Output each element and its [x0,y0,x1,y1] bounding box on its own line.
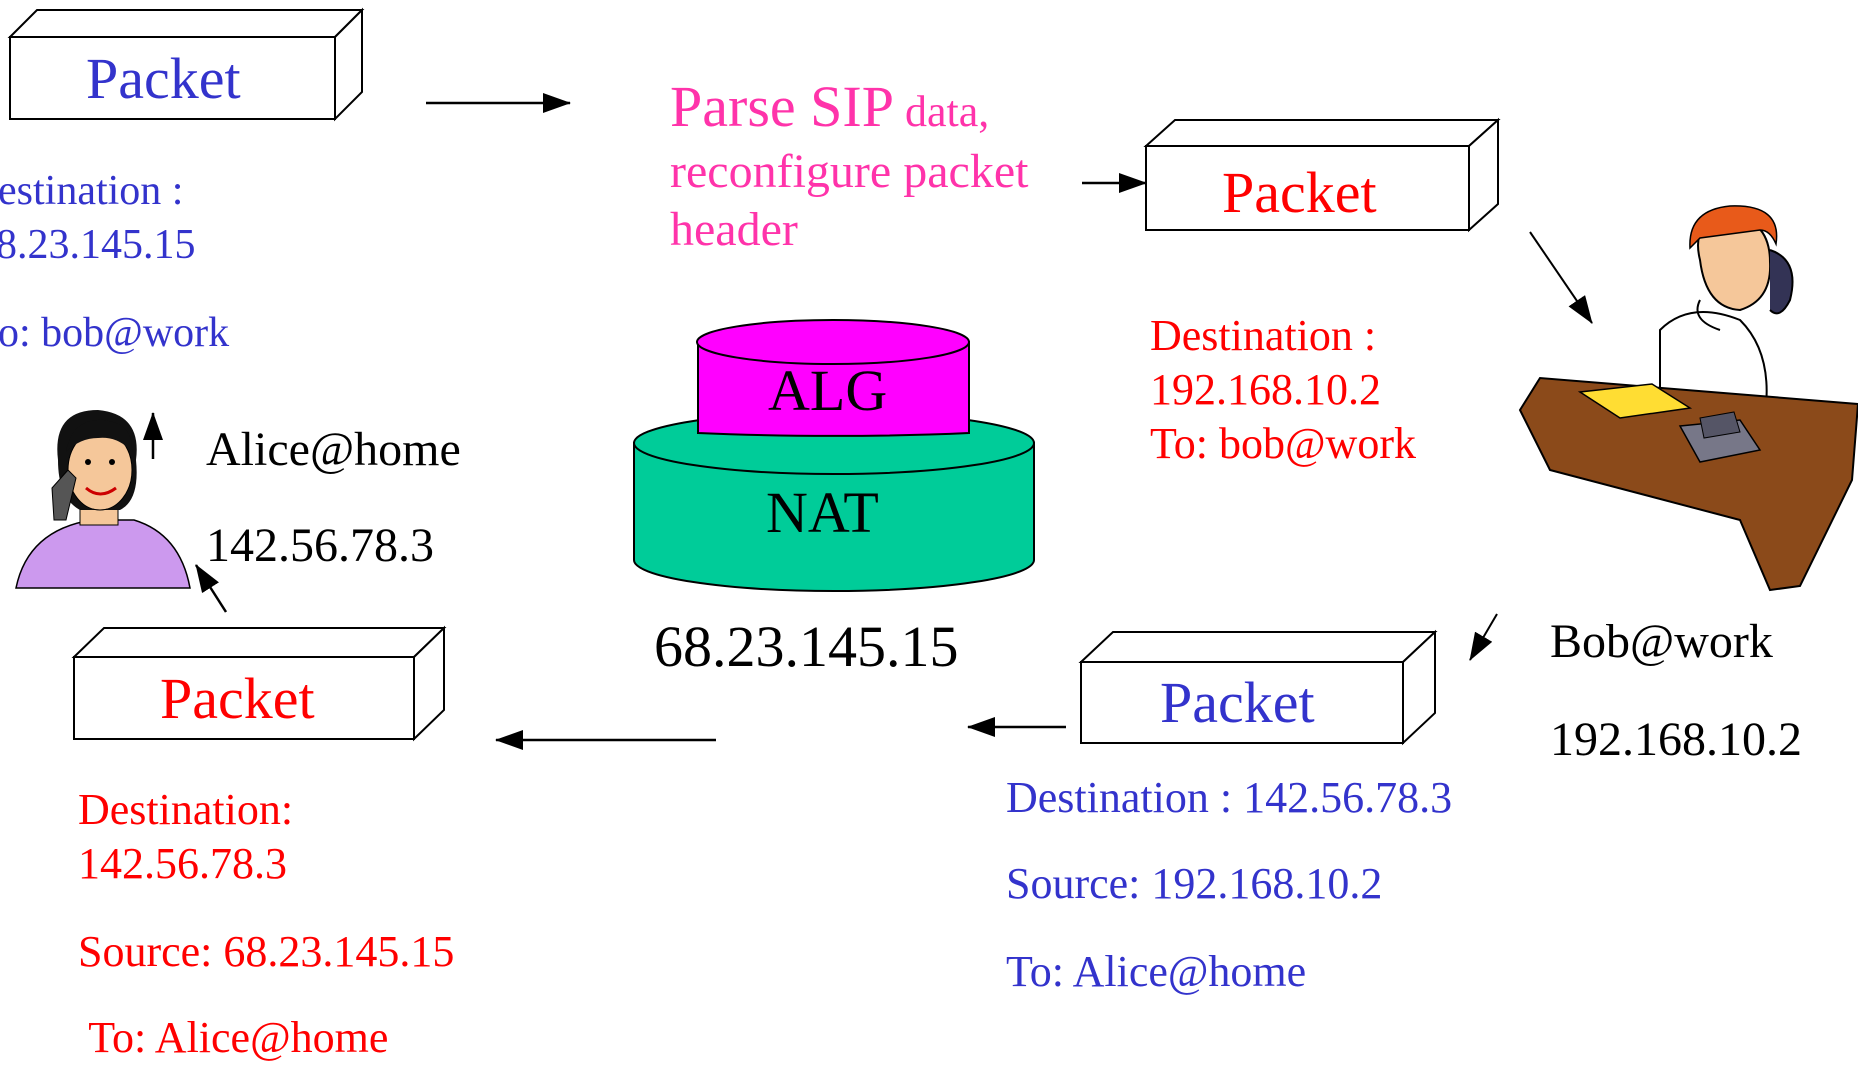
packet-box-bottom-left [71,625,447,742]
destination-line-top-right: Destination : [1150,311,1377,360]
alice-name: Alice@home [206,423,461,476]
parse-sip-line-1: Parse SIP data, [670,78,989,136]
alice-ip: 142.56.78.3 [206,519,434,572]
parse-sip-small: data, [893,87,990,136]
alg-cylinder [696,319,970,437]
arrow-down-to-bob [1529,231,1593,324]
destination-ip-top-left: 8.23.145.15 [0,222,196,268]
packet-box-bottom-right [1078,629,1438,746]
destination-line-bottom-right: Destination : 142.56.78.3 [1006,773,1453,822]
destination-ip-top-right: 192.168.10.2 [1150,365,1381,414]
parse-sip-line-2: reconfigure packet [670,145,1029,198]
bob-ip: 192.168.10.2 [1550,713,1802,766]
destination-ip-bottom-left: 142.56.78.3 [78,839,287,888]
arrow-to-alice [194,564,228,613]
alice-icon [15,410,191,589]
source-line-bottom-left: Source: 68.23.145.15 [78,927,455,976]
bob-icon [1518,205,1858,592]
nat-label: NAT [766,480,879,545]
to-line-top-right: To: bob@work [1150,419,1416,468]
packet-label-top-left: Packet [86,46,241,111]
source-line-bottom-right: Source: 192.168.10.2 [1006,859,1383,908]
to-line-bottom-left: To: Alice@home [78,1013,389,1062]
parse-sip-big: Parse SIP [670,74,894,139]
alg-label: ALG [768,358,888,423]
packet-label-bottom-right: Packet [1160,670,1315,735]
packet-box-top-right [1143,117,1501,233]
to-line-bottom-right: To: Alice@home [1006,947,1307,996]
parse-sip-line-3: header [670,203,798,256]
to-line-top-left: o: bob@work [0,310,230,356]
arrow-from-bob [1469,613,1498,661]
packet-label-top-right: Packet [1222,160,1377,225]
destination-line-top-left: estination : [0,168,184,214]
destination-line-bottom-left: Destination: [78,785,294,834]
bob-name: Bob@work [1550,615,1773,668]
gateway-ip: 68.23.145.15 [654,614,959,679]
packet-box-top-left [7,7,365,122]
packet-label-bottom-left: Packet [160,666,315,731]
